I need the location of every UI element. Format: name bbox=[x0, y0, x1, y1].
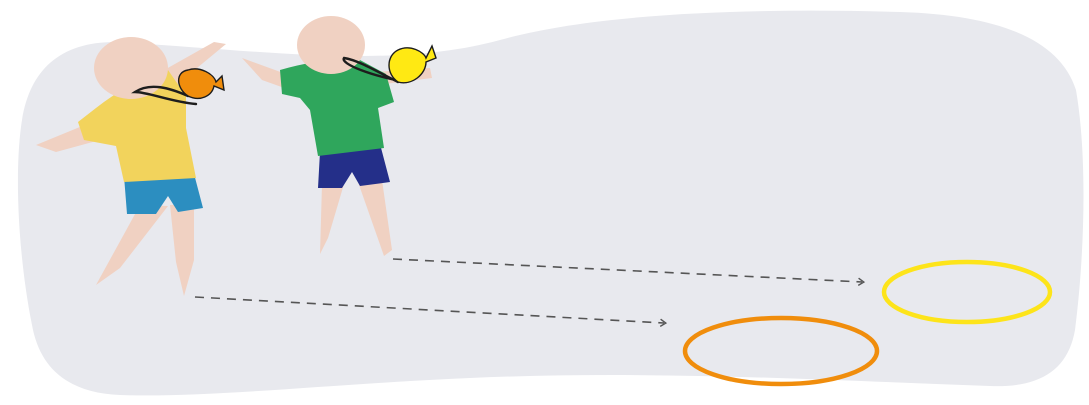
child-1-balloon-string bbox=[131, 85, 198, 106]
child-2-shorts bbox=[318, 144, 390, 188]
child-1-balloon bbox=[177, 68, 225, 100]
child-1-shorts bbox=[124, 170, 203, 214]
child-2-head bbox=[297, 16, 365, 74]
child-green-shirt bbox=[242, 16, 437, 256]
path-to-yellow-hoop bbox=[392, 258, 866, 287]
child-1-right-leg bbox=[170, 204, 194, 296]
child-1-head bbox=[94, 37, 168, 99]
child-2-right-leg bbox=[358, 180, 392, 256]
path-to-orange-hoop bbox=[194, 296, 668, 328]
orange-hoop bbox=[682, 315, 880, 387]
child-2-shirt bbox=[280, 59, 394, 156]
child-2-left-arm bbox=[242, 58, 290, 90]
child-yellow-shirt bbox=[36, 37, 226, 296]
child-1-left-leg bbox=[96, 205, 168, 285]
yellow-hoop bbox=[881, 259, 1053, 325]
floor-area bbox=[17, 10, 1084, 396]
child-2-balloon bbox=[388, 44, 437, 84]
child-2-balloon-string bbox=[342, 56, 408, 84]
child-2-left-leg bbox=[320, 184, 344, 254]
